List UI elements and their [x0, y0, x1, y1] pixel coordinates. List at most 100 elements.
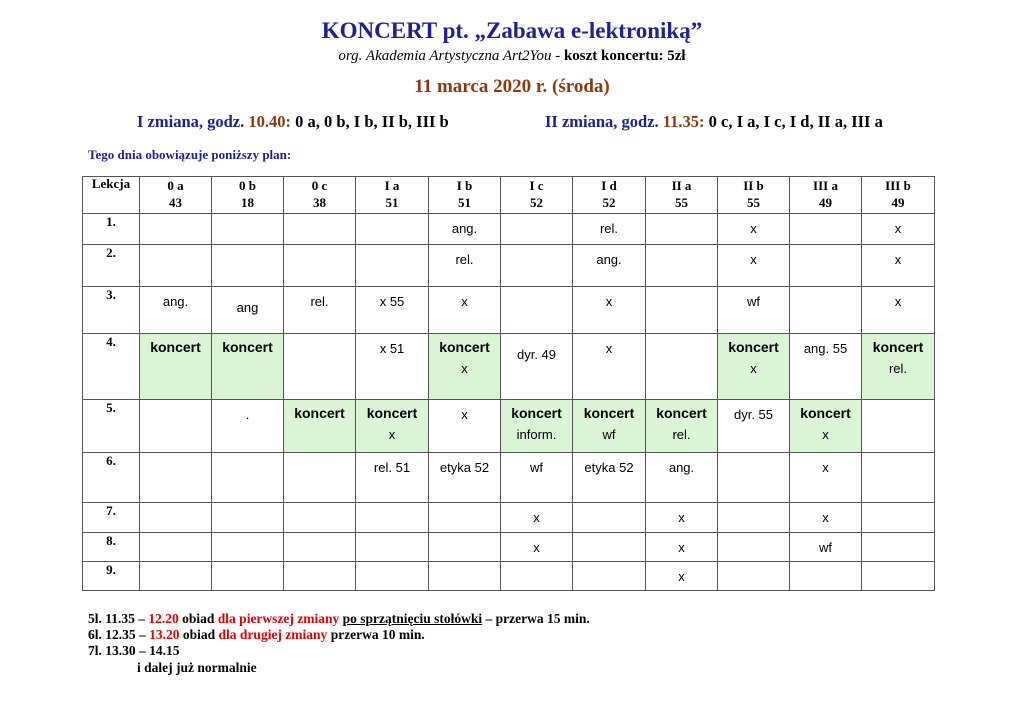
schedule-cell [861, 502, 935, 533]
schedule-cell [789, 244, 862, 287]
cell-text: rel. [310, 294, 329, 309]
organizer-text: org. Akademia Artystyczna Art2You - [338, 48, 564, 64]
cell-text: koncert [800, 405, 851, 421]
subtitle: org. Akademia Artystyczna Art2You - kosz… [0, 48, 1024, 65]
shift-1: I zmiana, godz. 10.40: 0 a, 0 b, I b, II… [137, 112, 449, 132]
schedule-cell [861, 532, 935, 562]
shift-2: II zmiana, godz. 11.35: 0 c, I a, I c, I… [545, 112, 883, 132]
schedule-cell: x [500, 502, 573, 533]
cell-text: ang. [162, 294, 189, 309]
lesson-number: 2. [82, 244, 140, 287]
cell-text: koncert [728, 339, 779, 355]
shift-label: II zmiana, godz. [545, 112, 663, 131]
schedule-cell [645, 244, 718, 287]
cell-text: ang. [451, 221, 478, 236]
schedule-cell: dyr. 55 [717, 399, 790, 453]
schedule-cell: x 55 [355, 286, 429, 334]
schedule-cell [283, 452, 356, 503]
class-count: 38 [313, 195, 326, 210]
class-count: 49 [891, 195, 905, 210]
cell-text: wf [747, 294, 760, 309]
footer-text: – przerwa 15 min. [482, 611, 590, 626]
cell-text: dyr. 49 [516, 347, 557, 362]
plan-note: Tego dnia obowiązuje poniższy plan: [88, 147, 292, 162]
cell-text: koncert [150, 339, 201, 355]
cell-text: x [388, 427, 396, 442]
schedule-cell [645, 333, 718, 400]
cell-text: x [822, 510, 829, 525]
schedule-cell: x [789, 452, 862, 503]
footer-line-2: 6l. 12.35 – 13.20 obiad dla drugiej zmia… [88, 627, 425, 643]
schedule-cell [572, 532, 646, 562]
schedule-cell [211, 561, 284, 591]
column-header-lesson: Lekcja [82, 176, 140, 214]
class-count: 52 [530, 195, 543, 210]
class-name: III b [885, 178, 911, 193]
schedule-cell [139, 399, 212, 453]
cell-text: x [678, 540, 685, 555]
footer-text: obiad [179, 627, 219, 642]
cell-text: x [750, 221, 757, 236]
schedule-cell [861, 561, 935, 591]
schedule-cell [500, 286, 573, 334]
schedule-cell: x [645, 532, 718, 562]
cell-text: x [605, 294, 613, 309]
footer-underlined: po sprzątnięciu stołówki [342, 611, 483, 626]
cell-text: rel. [888, 361, 908, 376]
lesson-number: 4. [82, 333, 140, 400]
cell-text: ang. [596, 252, 622, 267]
schedule-cell: x [572, 333, 646, 400]
column-header-class: I d 52 [572, 176, 646, 214]
cell-text: ang. [668, 460, 695, 475]
class-count: 18 [241, 195, 254, 210]
shift-time: 10.40: [248, 112, 291, 131]
class-count: 43 [169, 195, 182, 210]
cell-text: koncert [222, 339, 273, 355]
table-row: 9.x [82, 561, 935, 591]
schedule-cell [139, 452, 212, 503]
shift-classes: 0 a, 0 b, I b, II b, III b [291, 112, 449, 131]
schedule-cell [861, 452, 935, 503]
schedule-cell [139, 561, 212, 591]
cell-text: x [894, 221, 902, 236]
cell-text: x [605, 341, 613, 356]
schedule-cell: x [428, 286, 501, 334]
footer-line-1: 5l. 11.35 – 12.20 obiad dla pierwszej zm… [88, 611, 590, 627]
class-name: I d [601, 178, 617, 193]
cell-text: x [894, 294, 902, 309]
schedule-cell: x [572, 286, 646, 334]
schedule-cell [500, 244, 573, 287]
schedule-cell [428, 561, 501, 591]
class-name: I c [529, 178, 544, 193]
schedule-cell [283, 213, 356, 245]
schedule-cell [789, 213, 862, 245]
schedule-cell: etyka 52 [572, 452, 646, 503]
cell-text: etyka 52 [439, 460, 490, 475]
cell-text: ang. 55 [803, 341, 848, 356]
class-count: 52 [602, 195, 616, 210]
page-title: KONCERT pt. „Zabawa e-lektroniką” [321, 18, 703, 43]
schedule-cell [572, 502, 646, 533]
cell-text: wf [819, 540, 832, 555]
class-name: 0 c [311, 178, 328, 193]
class-name: III a [813, 178, 838, 193]
footer-line-4: i dalej już normalnie [137, 660, 257, 675]
class-name: 0 b [239, 178, 256, 193]
schedule-cell [211, 213, 284, 245]
cell-text: x [678, 569, 685, 584]
schedule-cell: x [428, 399, 501, 453]
schedule-cell: x [789, 502, 862, 533]
cell-text: x [533, 510, 540, 525]
schedule-cell [355, 561, 429, 591]
schedule-cell: rel. 51 [355, 452, 429, 503]
schedule-cell [283, 532, 356, 562]
schedule-cell [283, 502, 356, 533]
